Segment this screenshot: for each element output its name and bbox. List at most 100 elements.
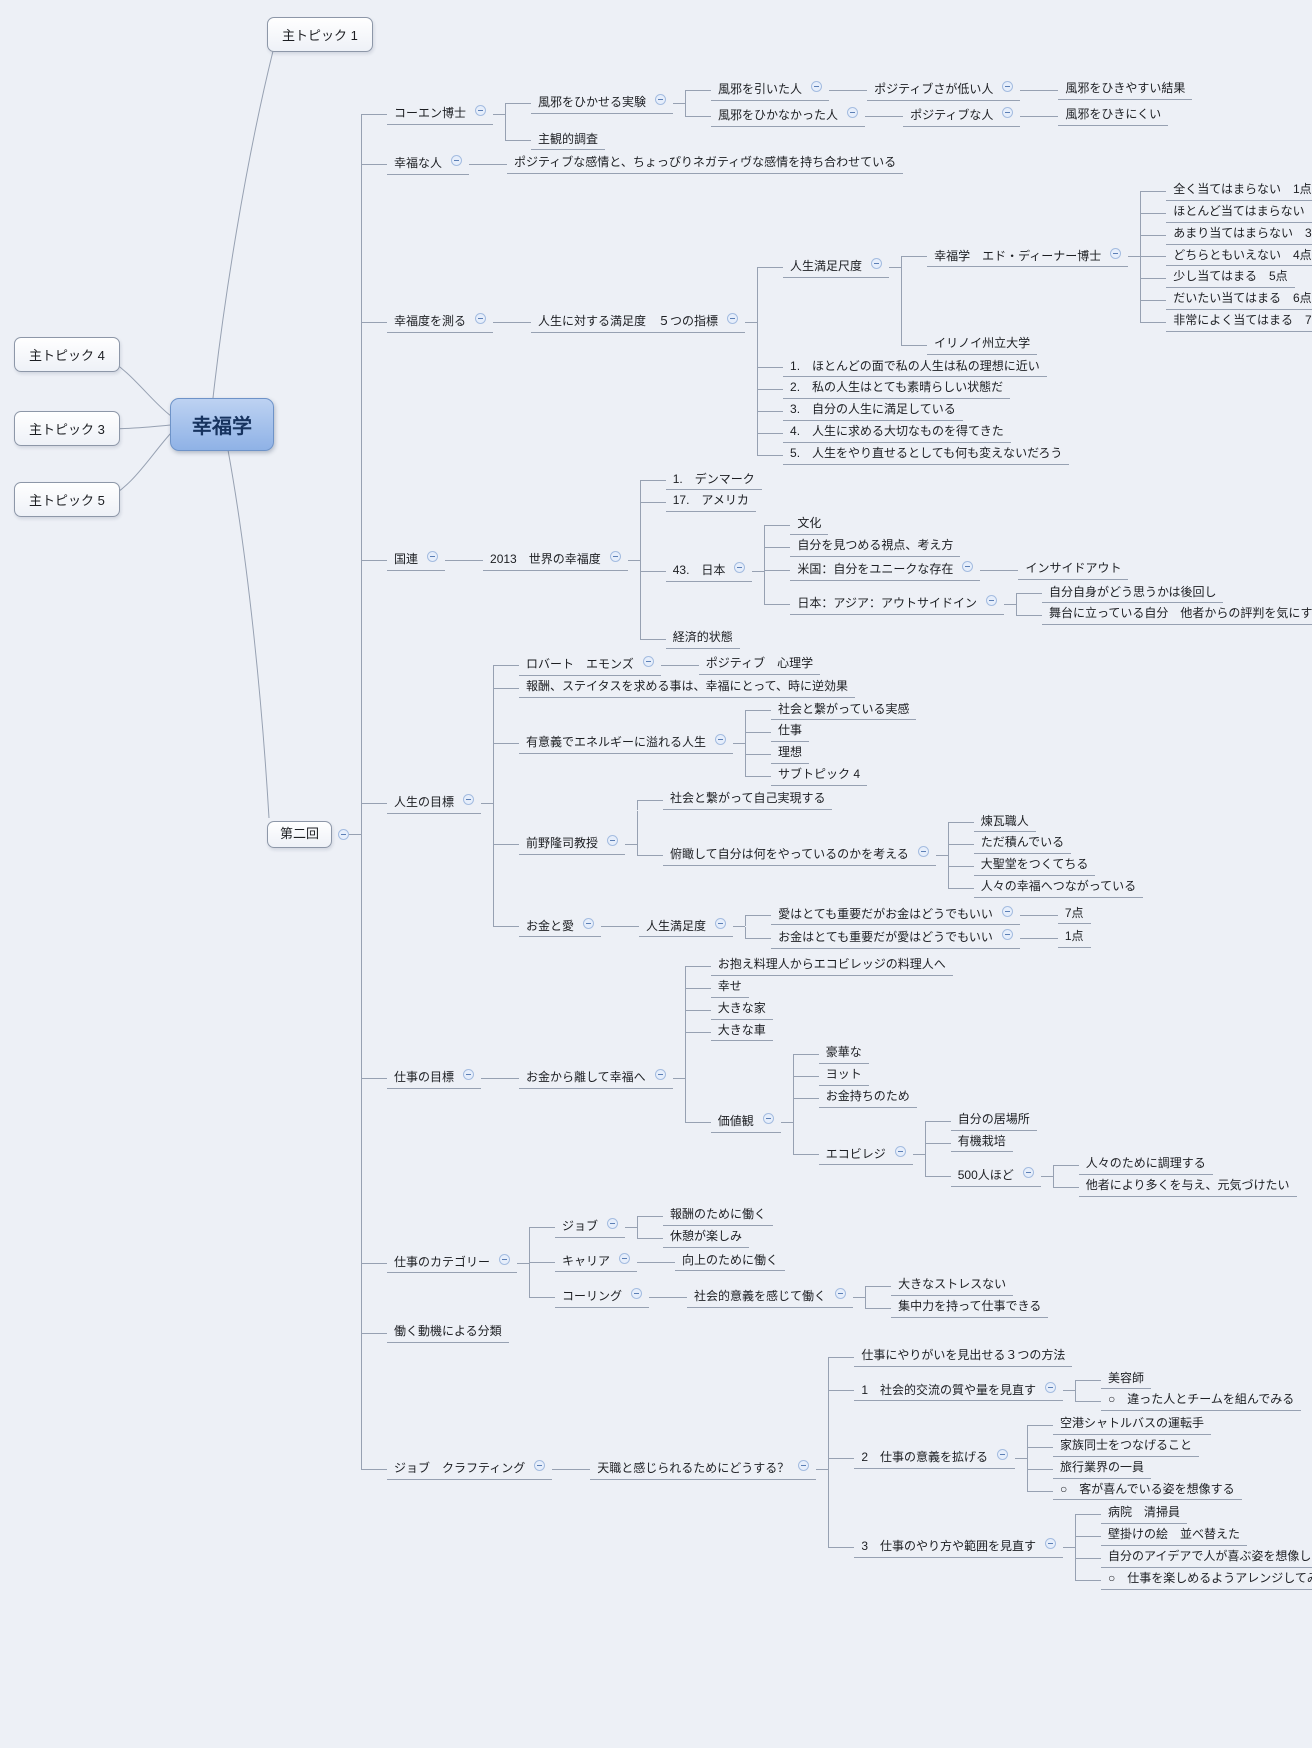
collapse-minus-icon[interactable] [1002,106,1014,118]
collapse-minus-icon[interactable] [655,93,667,105]
collapse-minus-icon[interactable] [463,1069,475,1081]
topic-label[interactable]: 天職と感じられるためにどうする？ [590,1458,817,1480]
topic-label[interactable]: 向上のために働く [675,1252,786,1272]
topic-label[interactable]: 大聖堂をつくてちる [973,856,1096,876]
topic-label[interactable]: 17. アメリカ [665,492,756,513]
collapse-minus-icon[interactable] [499,1253,511,1265]
central-topic[interactable]: 幸福学 [170,398,274,451]
topic-label[interactable]: 2 仕事の意義を拡げる [854,1447,1015,1469]
topic-label[interactable]: 500人ほど [950,1165,1041,1188]
topic-label[interactable]: 人生満足度 [639,916,734,938]
topic-label[interactable]: ポジティブな感情と、ちょっぴりネガティヴな感情を持ち合わせている [507,154,904,175]
topic-label[interactable]: 愛はとても重要だがお金はどうでもいい [771,904,1020,926]
topic-label[interactable]: 仕事のカテゴリー [387,1252,518,1274]
topic-label[interactable]: 自分を見つめる視点、考え方 [790,537,961,557]
topic-label[interactable]: 国連 [387,549,446,571]
topic-label[interactable]: 旅行業界の一員 [1053,1459,1152,1479]
collapse-minus-icon[interactable] [607,835,619,847]
collapse-minus-icon[interactable] [1022,1167,1034,1179]
collapse-minus-icon[interactable] [1001,929,1013,941]
topic-label[interactable]: 文化 [790,515,829,535]
collapse-minus-icon[interactable] [847,106,859,118]
topic-label[interactable]: 7点 [1057,905,1091,925]
collapse-minus-icon[interactable] [475,312,487,324]
topic-label[interactable]: コーエン博士 [387,103,494,125]
topic-label[interactable]: 3. 自分の人生に満足している [783,401,963,421]
topic-label[interactable]: ○ 客が喜んでいる姿を想像する [1053,1481,1242,1501]
topic-label[interactable]: サブトピック 4 [771,766,868,786]
collapse-minus-icon[interactable] [1001,905,1013,917]
collapse-minus-icon[interactable] [607,1217,619,1229]
topic-label[interactable]: 自分のアイデアで人が喜ぶ姿を想像しながらちょっと変化を加えてみる [1101,1548,1312,1568]
topic-label[interactable]: あまり当てはまらない 3点 [1166,225,1312,245]
collapse-minus-icon[interactable] [534,1459,546,1471]
topic-label[interactable]: 4. 人生に求める大切なものを得てきた [783,423,1011,443]
topic-label[interactable]: 舞台に立っている自分 他者からの評判を気にする プレッシャー 不安感 [1041,605,1312,626]
collapse-minus-icon[interactable] [1045,1381,1056,1393]
topic-label[interactable]: 少し当てはまる 5点 [1166,268,1295,289]
topic-label[interactable]: 1. デンマーク [665,471,762,491]
topic-label[interactable]: 第二回 [267,820,333,848]
topic-label[interactable]: 風邪をひきやすい結果 [1058,80,1193,100]
topic-label[interactable]: インサイドアウト [1018,560,1129,580]
topic-label[interactable]: 理想 [771,744,810,764]
topic-label[interactable]: ポジティブ 心理学 [698,655,821,675]
topic-label[interactable]: お金から離して幸福へ [519,1067,673,1090]
topic-label[interactable]: 自分自身がどう思うかは後回し [1041,584,1224,604]
topic-label[interactable]: 豪華な [818,1044,869,1065]
topic-label[interactable]: 有意義でエネルギーに溢れる人生 [519,732,734,754]
topic-label[interactable]: 前野隆司教授 [519,833,626,856]
collapse-minus-icon[interactable] [451,155,463,167]
collapse-minus-icon[interactable] [962,560,974,572]
collapse-minus-icon[interactable] [985,595,997,607]
collapse-minus-icon[interactable] [583,917,595,929]
topic-label[interactable]: 風邪をひかせる実験 [531,92,674,114]
topic-label[interactable]: 1 社会的交流の質や量を見直す [854,1380,1063,1402]
topic-label[interactable]: 主観的調査 [531,131,606,151]
topic-label[interactable]: 報酬のために働く [663,1206,774,1226]
topic-label[interactable]: 日本：アジア：アウトサイドイン [790,593,1004,616]
collapse-minus-icon[interactable] [1045,1538,1056,1550]
collapse-minus-icon[interactable] [463,793,475,805]
collapse-minus-icon[interactable] [475,104,487,116]
topic-label[interactable]: お金持ちのため [818,1088,917,1108]
topic-label[interactable]: 煉瓦職人 [973,813,1036,833]
topic-label[interactable]: ロバート エモンズ [519,654,661,676]
collapse-minus-icon[interactable] [798,1459,810,1471]
topic-label[interactable]: 仕事にやりがいを見出せる３つの方法 [854,1347,1073,1367]
topic-label[interactable]: 仕事の目標 [387,1067,482,1090]
topic-label[interactable]: ただ積んでいる [973,834,1072,855]
topic-label[interactable]: 家族同士をつなげること [1053,1437,1200,1457]
topic-label[interactable]: ジョブ [555,1216,626,1238]
topic-label[interactable]: お抱え料理人からエコビレッジの料理人へ [710,956,953,977]
collapse-minus-icon[interactable] [427,550,439,562]
topic-label[interactable]: 幸福度を測る [387,311,494,333]
topic-label[interactable]: 43. 日本 [665,560,753,582]
topic-label[interactable]: 自分の居場所 [950,1111,1037,1131]
topic-label[interactable]: 社会と繋がっている実感 [771,701,917,721]
topic-label[interactable]: だいたい当てはまる 6点 [1166,290,1312,310]
topic-label[interactable]: コーリング [555,1286,650,1309]
collapse-minus-icon[interactable] [762,1112,774,1124]
topic-label[interactable]: ○ 仕事を楽しめるようアレンジしてみる [1101,1570,1312,1590]
topic-label[interactable]: 仕事 [771,722,810,743]
floating-topic-3[interactable]: 主トピック 3 [14,411,120,446]
collapse-minus-icon[interactable] [734,561,746,573]
topic-label[interactable]: ○ 違った人とチームを組んでみる [1101,1391,1302,1412]
topic-label[interactable]: 空港シャトルバスの運転手 [1053,1415,1212,1436]
collapse-minus-icon[interactable] [1002,81,1014,92]
collapse-minus-icon[interactable] [811,81,823,92]
topic-label[interactable]: 価値観 [710,1111,781,1133]
topic-label[interactable]: イリノイ州立大学 [927,335,1038,355]
topic-label[interactable]: 幸福学 エド・ディーナー博士 [927,246,1129,268]
collapse-minus-icon[interactable] [338,828,350,840]
topic-label[interactable]: 3 仕事のやり方や範囲を見直す [854,1536,1063,1558]
collapse-minus-icon[interactable] [835,1288,847,1300]
topic-label[interactable]: 報酬、ステイタスを求める事は、幸福にとって、時に逆効果 [519,678,855,698]
topic-label[interactable]: ポジティブな人 [903,105,1021,127]
topic-label[interactable]: 美容師 [1101,1370,1152,1390]
topic-label[interactable]: 人々の幸福へつながっている [973,878,1144,898]
collapse-minus-icon[interactable] [642,655,654,667]
topic-label[interactable]: ポジティブさが低い人 [867,79,1021,101]
collapse-minus-icon[interactable] [871,258,883,270]
